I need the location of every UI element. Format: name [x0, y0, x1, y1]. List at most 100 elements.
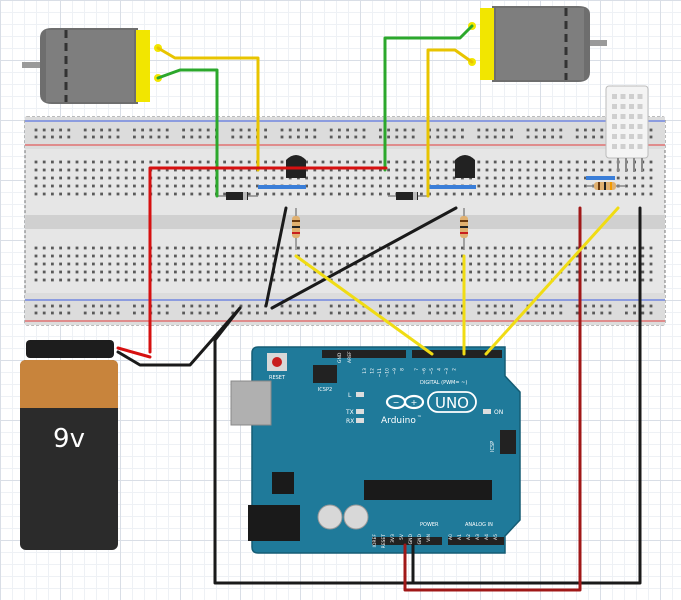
breadboard-hole: [387, 270, 390, 274]
reset-button-cap[interactable]: [272, 357, 282, 367]
breadboard-hole: [165, 176, 169, 180]
rail-hole: [338, 304, 341, 308]
breadboard-hole: [387, 246, 390, 250]
breadboard-hole: [83, 192, 87, 196]
rail-hole: [190, 304, 194, 308]
analog-header: [448, 537, 504, 545]
rail-hole: [346, 135, 349, 139]
breadboard-hole: [42, 278, 46, 282]
breadboard-hole: [133, 184, 136, 188]
breadboard-hole: [34, 184, 38, 188]
breadboard-hole: [100, 278, 103, 282]
rail-hole: [559, 304, 563, 308]
breadboard-hole: [165, 168, 169, 172]
breadboard-hole: [641, 262, 645, 266]
breadboard-hole: [206, 176, 210, 180]
rail-hole: [297, 311, 300, 315]
breadboard-hole: [247, 270, 251, 274]
breadboard-hole: [108, 254, 112, 258]
breadboard-hole: [67, 278, 71, 282]
breadboard-hole: [551, 262, 554, 266]
breadboard-hole: [182, 184, 185, 188]
breadboard-hole: [551, 176, 554, 180]
rail-hole: [387, 135, 390, 139]
breadboard-hole: [157, 168, 161, 172]
rail-hole: [83, 128, 87, 132]
pin-label: 5V: [399, 533, 405, 540]
breadboard-hole: [469, 246, 472, 250]
breadboard-hole: [223, 184, 226, 188]
breadboard-hole: [321, 262, 325, 266]
breadboard-hole: [395, 160, 399, 164]
pin-label: 8: [400, 368, 406, 371]
breadboard-hole: [108, 270, 112, 274]
breadboard-hole: [51, 168, 54, 172]
breadboard-hole: [239, 168, 243, 172]
breadboard-hole: [346, 184, 349, 188]
rail-hole: [165, 304, 169, 308]
breadboard-hole: [247, 176, 251, 180]
rail-hole: [346, 128, 349, 132]
breadboard-hole: [477, 192, 481, 196]
breadboard-hole: [567, 160, 571, 164]
breadboard-hole: [34, 160, 38, 164]
breadboard-hole: [182, 278, 185, 282]
breadboard-hole: [67, 192, 71, 196]
wire-motor-left-green: [156, 68, 219, 198]
breadboard-hole: [559, 192, 563, 196]
breadboard-hole: [100, 160, 103, 164]
breadboard-hole: [477, 168, 481, 172]
rail-hole: [608, 311, 612, 315]
breadboard-hole: [83, 262, 87, 266]
breadboard-hole: [264, 278, 267, 282]
rail-hole: [247, 135, 251, 139]
breadboard-hole: [288, 192, 292, 196]
breadboard-hole: [116, 160, 120, 164]
rail-hole: [92, 304, 95, 308]
breadboard-hole: [567, 168, 571, 172]
breadboard-hole: [42, 192, 46, 196]
breadboard-hole: [379, 254, 382, 258]
breadboard-hole: [305, 168, 308, 172]
usb-port: [230, 380, 272, 426]
breadboard-hole: [649, 184, 653, 188]
breadboard-hole: [420, 254, 423, 258]
center-channel: [25, 215, 665, 229]
pin-label: ~6: [422, 368, 428, 375]
rail-hole: [190, 128, 194, 132]
diode-right: [388, 192, 428, 200]
rail-hole: [92, 128, 95, 132]
breadboard-hole: [256, 184, 259, 188]
pin-label: A0: [448, 534, 454, 540]
breadboard-hole: [67, 184, 71, 188]
uno-logo-text: UNO: [435, 394, 469, 412]
breadboard-hole: [420, 184, 423, 188]
rail-hole: [608, 304, 612, 308]
breadboard-hole: [526, 192, 530, 196]
breadboard-hole: [428, 278, 431, 282]
breadboard-hole: [124, 176, 128, 180]
rail-hole: [641, 311, 645, 315]
breadboard-hole: [280, 254, 284, 258]
rail-hole: [625, 311, 628, 315]
breadboard-hole: [288, 262, 292, 266]
rail-hole: [133, 304, 136, 308]
breadboard-hole: [239, 262, 243, 266]
breadboard-hole: [321, 192, 325, 196]
rail-hole: [297, 135, 300, 139]
breadboard-hole: [182, 168, 185, 172]
breadboard-hole: [338, 168, 341, 172]
breadboard-hole: [608, 262, 612, 266]
breadboard-hole: [100, 184, 103, 188]
breadboard-hole: [534, 278, 538, 282]
breadboard-hole: [633, 262, 636, 266]
breadboard-hole: [157, 262, 161, 266]
breadboard-hole: [321, 176, 325, 180]
breadboard-hole: [329, 246, 333, 250]
rail-hole: [288, 128, 292, 132]
breadboard-hole: [379, 184, 382, 188]
breadboard-hole: [239, 176, 243, 180]
breadboard-hole: [116, 270, 120, 274]
breadboard-hole: [141, 278, 144, 282]
